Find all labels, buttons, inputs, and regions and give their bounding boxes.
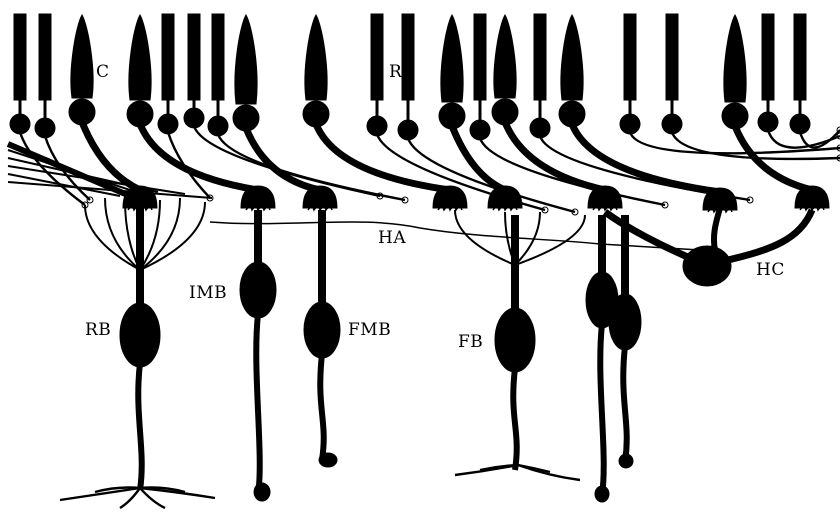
cone-axon	[246, 128, 320, 190]
axon	[513, 368, 516, 470]
rod-spherule	[35, 118, 55, 138]
label-flat-bipolar: FB	[458, 334, 483, 351]
rod-spherule	[530, 118, 550, 138]
label-rod: R	[389, 64, 402, 81]
rod-bipolar-cell	[60, 198, 215, 508]
soma	[683, 246, 731, 286]
rod-spherule	[620, 114, 640, 134]
axon-terminal	[254, 483, 270, 501]
axon-terminal	[595, 486, 609, 502]
cone-soma	[559, 101, 585, 127]
cone-soma	[439, 103, 465, 129]
rod-outer-segment	[14, 14, 26, 100]
cone-axon	[505, 122, 605, 190]
cone-outer-segment	[305, 15, 327, 100]
photoreceptor-layer	[10, 14, 810, 140]
rod-outer-segment	[188, 14, 200, 100]
cone-soma	[722, 103, 748, 129]
rod-outer-segment	[624, 14, 636, 100]
flat-midget-bipolar-cell	[304, 210, 340, 467]
cone-soma	[127, 101, 153, 127]
label-cone: C	[96, 64, 110, 81]
soma	[609, 294, 641, 350]
rod-spherule	[790, 114, 810, 134]
cone-soma	[233, 105, 259, 131]
soma	[304, 302, 340, 358]
cone-axon	[572, 124, 720, 192]
cone-outer-segment	[71, 15, 93, 98]
label-horizontal-cell: HC	[756, 262, 785, 279]
axon	[256, 314, 259, 495]
cone-outer-segment	[724, 15, 746, 102]
cone-outer-segment	[235, 15, 257, 104]
cone-soma	[69, 99, 95, 125]
dendrite	[728, 210, 812, 260]
bipolar-cell-b	[609, 215, 641, 468]
axon-terminal	[619, 454, 633, 468]
rod-spherule	[662, 114, 682, 134]
dendrite	[605, 212, 690, 258]
dendrite	[714, 208, 720, 250]
rod-outer-segment	[762, 14, 774, 100]
axon	[320, 354, 323, 460]
bipolar-and-horizontal-cells	[60, 198, 812, 508]
rod-outer-segment	[371, 14, 383, 100]
rod-spherule	[758, 112, 778, 132]
dendrite	[85, 205, 140, 270]
rod-outer-segment	[39, 14, 51, 100]
cone-outer-segment	[129, 15, 151, 100]
cone-pedicle	[488, 186, 522, 208]
cone-soma	[303, 101, 329, 127]
label-flat-midget-bipolar: FMB	[348, 322, 391, 339]
label-horizontal-axon: HA	[378, 230, 406, 247]
rod-outer-segment	[794, 14, 806, 100]
rod-spherule	[10, 114, 30, 134]
axon-terminal	[319, 453, 337, 467]
cone-outer-segment	[494, 15, 516, 98]
cone-outer-segment	[441, 15, 463, 102]
rod-outer-segment	[402, 14, 414, 100]
rod-spherule	[367, 116, 387, 136]
label-invaginating-midget-bipolar: IMB	[189, 285, 227, 302]
invaginating-midget-bipolar-cell	[240, 210, 276, 501]
rod-outer-segment	[666, 14, 678, 100]
rod-spherule	[470, 120, 490, 140]
soma	[495, 308, 535, 372]
rod-axon	[630, 132, 840, 153]
axon	[600, 324, 603, 495]
soma	[120, 303, 160, 367]
bipolar-cell-a	[586, 215, 618, 502]
rod-outer-segment	[162, 14, 174, 100]
cone-soma	[492, 99, 518, 125]
axon	[138, 363, 141, 490]
soma	[240, 262, 276, 318]
rod-spherule	[158, 114, 178, 134]
rod-outer-segment	[534, 14, 546, 100]
cone-outer-segment	[561, 15, 583, 100]
rod-spherule	[184, 108, 204, 128]
label-rod-bipolar: RB	[85, 322, 111, 339]
rod-spherule	[208, 116, 228, 136]
dendrite	[140, 202, 205, 270]
axon	[623, 346, 626, 462]
rod-outer-segment	[474, 14, 486, 100]
rod-outer-segment	[212, 14, 224, 100]
rod-spherule	[398, 120, 418, 140]
